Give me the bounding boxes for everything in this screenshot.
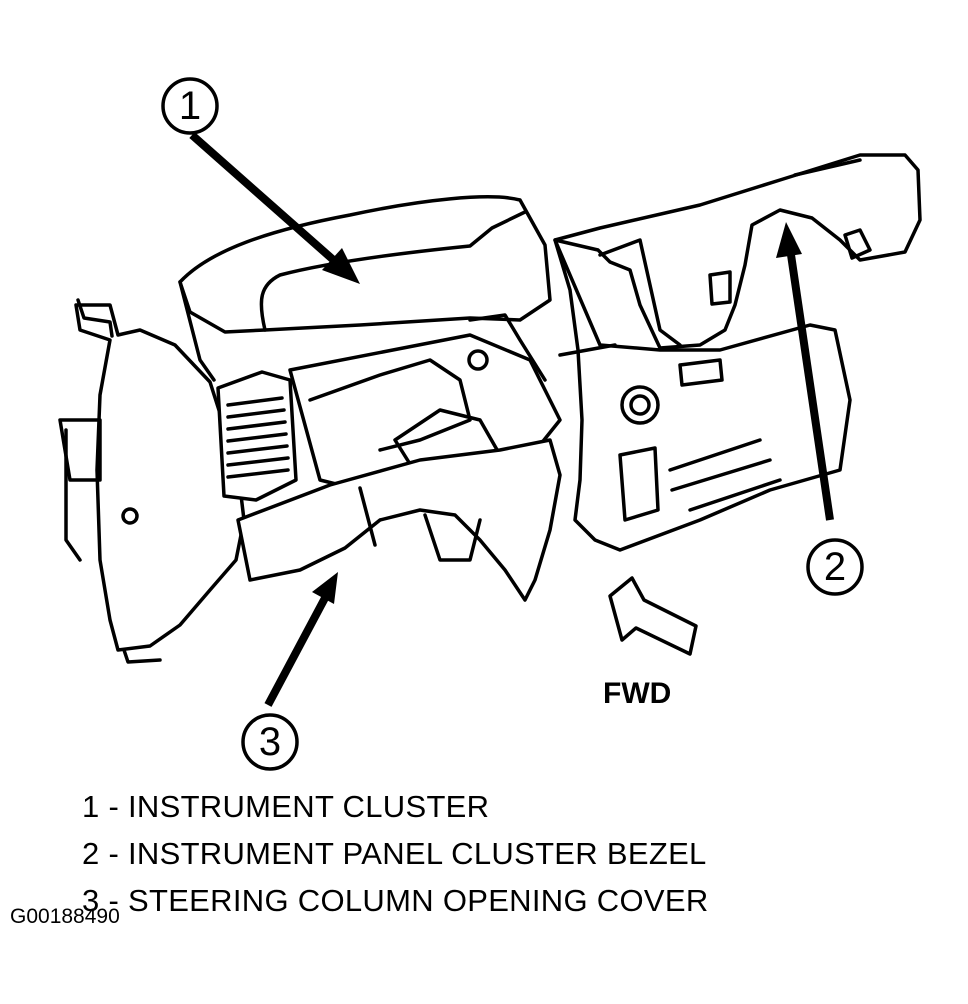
callout-2: 2 xyxy=(806,538,864,596)
left-air-vent xyxy=(216,370,298,502)
legend-item: 3 - STEERING COLUMN OPENING COVER xyxy=(82,883,709,918)
cluster-hood xyxy=(178,195,552,382)
legend-item: 1 - INSTRUMENT CLUSTER xyxy=(82,789,490,824)
instrument-panel-cluster-bezel xyxy=(553,153,922,350)
leader-arrows xyxy=(189,132,834,707)
svg-text:3: 3 xyxy=(259,720,281,764)
lower-dash-panel xyxy=(58,298,246,664)
forward-arrow xyxy=(608,576,698,656)
svg-text:1: 1 xyxy=(179,84,201,128)
figure-id: G00188490 xyxy=(10,905,120,928)
direction-label: FWD xyxy=(603,677,671,710)
svg-text:2: 2 xyxy=(824,545,846,589)
dashboard-illustration: 1 2 3 FWD xyxy=(58,77,922,771)
callout-1: 1 xyxy=(161,77,219,135)
steering-column-opening-cover xyxy=(236,438,562,602)
right-lower-panel xyxy=(553,238,852,552)
legend-item: 2 - INSTRUMENT PANEL CLUSTER BEZEL xyxy=(82,836,707,871)
parts-legend: 1 - INSTRUMENT CLUSTER 2 - INSTRUMENT PA… xyxy=(82,783,709,924)
callout-3: 3 xyxy=(241,713,299,771)
